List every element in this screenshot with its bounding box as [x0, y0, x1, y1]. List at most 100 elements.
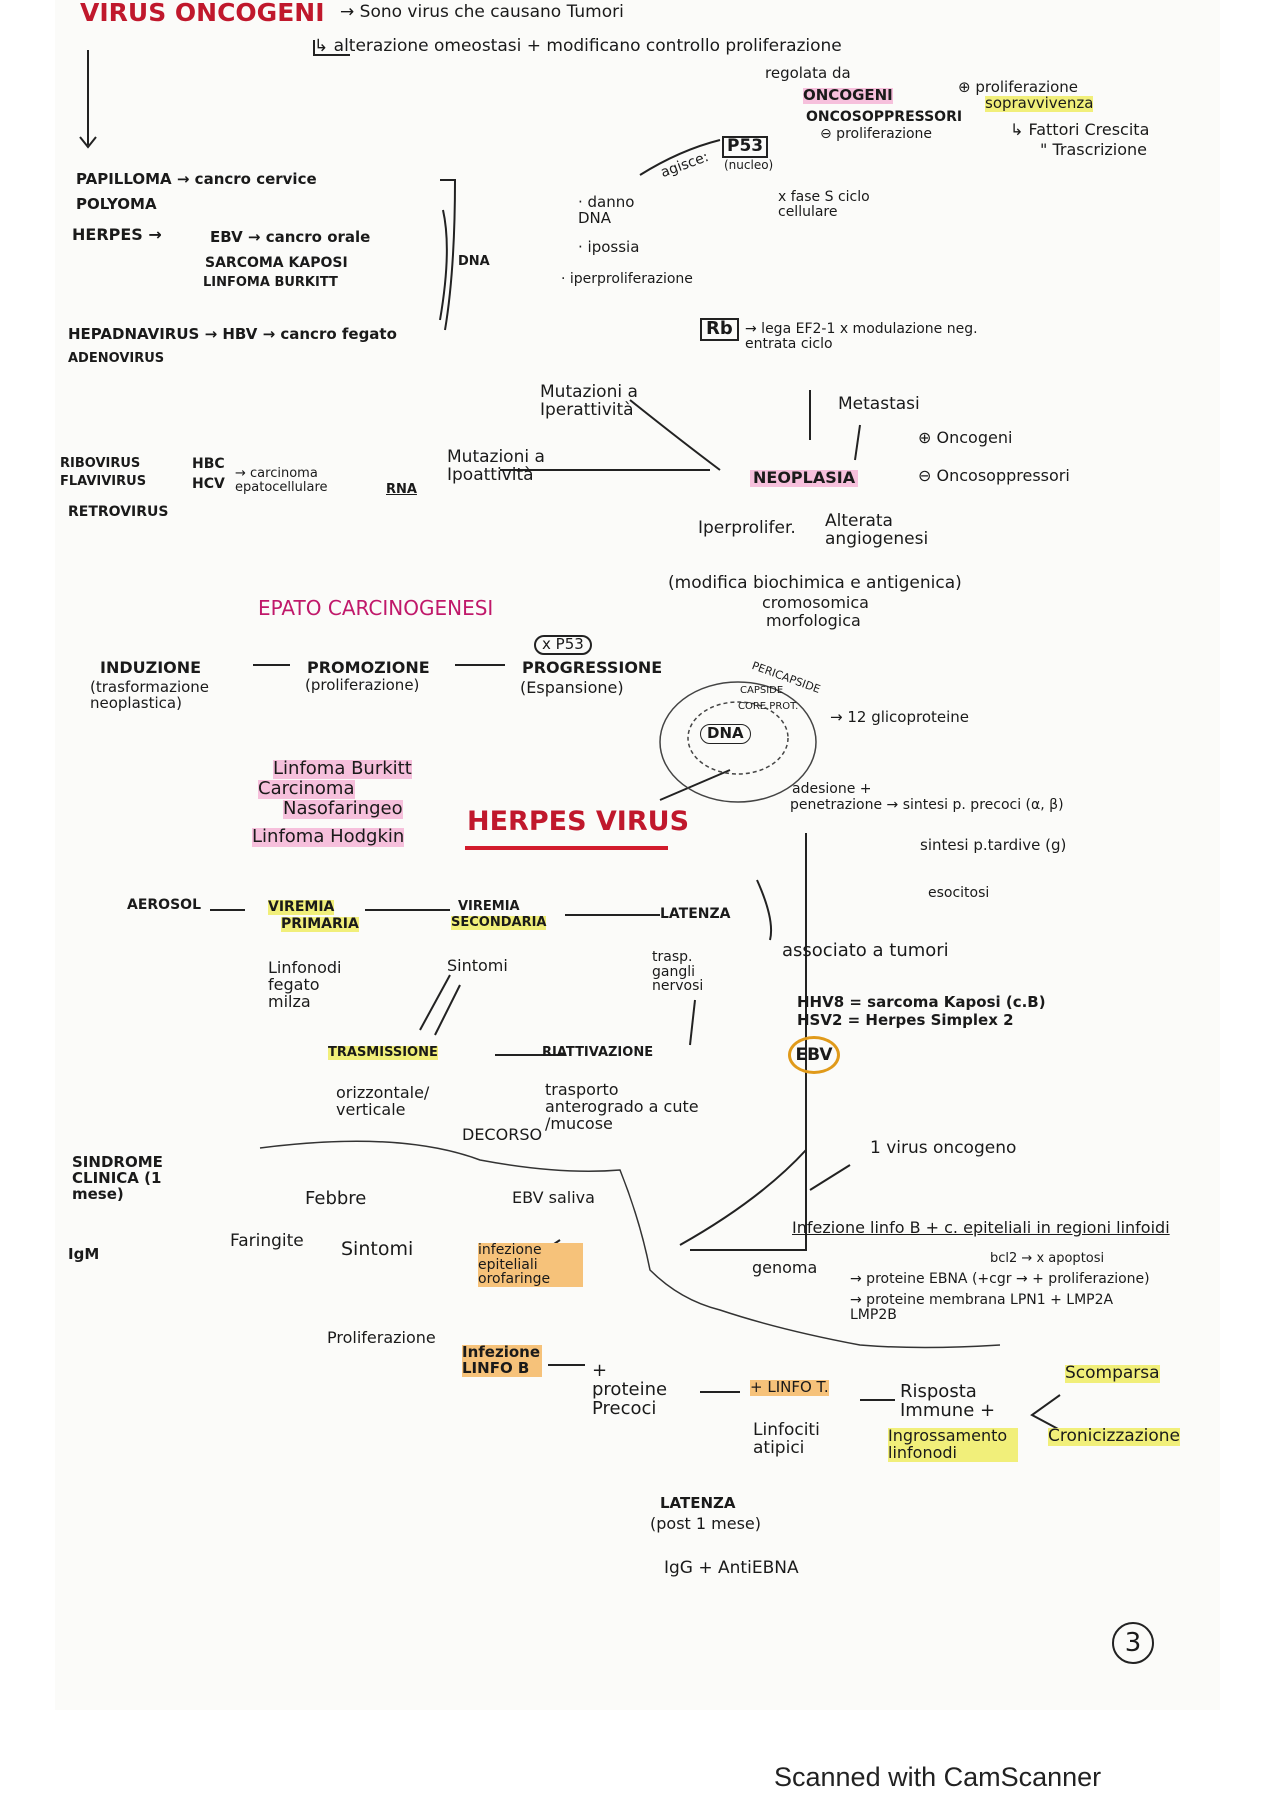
prolif-pos: ⊕ proliferazione [958, 78, 1079, 96]
hhv8: HHV8 = sarcoma Kaposi (c.B) [797, 993, 1046, 1011]
igg-antiebna: IgG + AntiEBNA [664, 1558, 799, 1578]
linfoma-hodgkin: Linfoma Hodgkin [252, 826, 405, 847]
orizzontale-verticale: orizzontale/ verticale [336, 1083, 430, 1119]
linfoma-burkitt-herpes: Linfoma Burkitt [273, 758, 412, 779]
iperprolifer: Iperprolifer. [698, 518, 796, 538]
oncosoppressori-neg: ⊖ Oncosoppressori [918, 466, 1070, 485]
sintomi-herpes: Sintomi [447, 956, 508, 975]
promozione: PROMOZIONE [307, 658, 430, 677]
rna-brace: RNA [386, 482, 417, 497]
hbc: HBC [192, 456, 225, 472]
scomparsa: Scomparsa [1065, 1363, 1160, 1383]
sintesi-tardive: sintesi p.tardive (g) [920, 836, 1067, 854]
hcv: HCV [192, 476, 225, 492]
carcinoma-herpes: Carcinoma [258, 778, 355, 799]
viremia-secondaria: VIREMIA [458, 899, 520, 914]
rb-text: → lega EF2-1 x modulazione neg. entrata … [745, 321, 978, 352]
linfo-t: + LINFO T. [750, 1378, 829, 1396]
trasp-gangli: trasp. gangli nervosi [652, 949, 704, 995]
infezione-linfo-b-epiteliali: Infezione linfo B + c. epiteliali in reg… [792, 1218, 1170, 1237]
oncosoppressori-label: ONCOSOPPRESSORI [806, 109, 963, 125]
cronicizzazione: Cronicizzazione [1048, 1426, 1180, 1446]
epato-title: EPATO CARCINOGENESI [258, 596, 494, 620]
igm: IgM [68, 1245, 100, 1263]
linfoma-burkitt: LINFOMA BURKITT [203, 275, 338, 290]
promozione-sub: (proliferazione) [305, 676, 420, 694]
papilloma: PAPILLOMA → cancro cervice [76, 170, 317, 188]
ingrossamento-linfonodi: Ingrossamento linfonodi [888, 1427, 1018, 1462]
danno-dna: · danno DNA [578, 193, 635, 227]
associato-tumori: associato a tumori [782, 940, 949, 961]
oncogeni-label: ONCOGENI [803, 86, 893, 104]
febbre: Febbre [305, 1188, 367, 1209]
capside: CAPSIDE [740, 685, 784, 696]
dna-virion: DNA [700, 724, 751, 744]
metastasi: Metastasi [838, 394, 920, 414]
trasporto-anterogrado: trasporto anterogrado a cute /mucose [545, 1080, 699, 1133]
un-virus-oncogeno: 1 virus oncogeno [870, 1138, 1017, 1158]
induzione-sub: (trasformazione neoplastica) [90, 678, 210, 712]
modifica-line1: (modifica biochimica e antigenica) [668, 573, 962, 593]
glicoproteine: → 12 glicoproteine [830, 708, 970, 726]
decorso: DECORSO [462, 1125, 543, 1144]
ipossia: · ipossia [578, 238, 640, 256]
post-1-mese: (post 1 mese) [650, 1514, 761, 1533]
carcinoma-epato: → carcinoma epatocellulare [235, 466, 328, 495]
p53-box: P53 [722, 136, 769, 158]
linfociti-atipici: Linfociti atipici [753, 1420, 820, 1458]
proteine-precoci: + proteine Precoci [592, 1360, 668, 1419]
camscanner-watermark: Scanned with CamScanner [774, 1762, 1102, 1792]
hsv2: HSV2 = Herpes Simplex 2 [797, 1011, 1014, 1029]
riattivazione: RIATTIVAZIONE [542, 1045, 654, 1060]
sopravvivenza: sopravvivenza [985, 94, 1094, 112]
penetrazione: penetrazione → sintesi p. precoci (α, β) [790, 797, 1064, 813]
sarcoma-kaposi: SARCOMA KAPOSI [205, 255, 348, 271]
primaria: PRIMARIA [281, 916, 359, 932]
linfonodi: Linfonodi fegato milza [268, 958, 342, 1011]
secondaria: SECONDARIA [451, 915, 547, 930]
fattori-trascrizione: " Trascrizione [1040, 140, 1148, 159]
adesione: adesione + [792, 781, 872, 797]
ebv-entry: EBV → cancro orale [210, 228, 371, 246]
proteine-ebna: → proteine EBNA (+cgr → + proliferazione… [850, 1271, 1150, 1287]
regolata-label: regolata da [765, 64, 851, 82]
herpes-entry: HERPES → [72, 225, 162, 244]
notebook-page [55, 0, 1220, 1710]
page-title: VIRUS ONCOGENI [80, 0, 325, 27]
fase-s: x fase S ciclo cellulare [778, 189, 870, 220]
progressione: PROGRESSIONE [522, 658, 663, 677]
iperproliferazione: · iperproliferazione [561, 271, 693, 287]
latenza-ebv: LATENZA [660, 1494, 736, 1512]
bcl2: bcl2 → x apoptosi [990, 1251, 1105, 1266]
faringite: Faringite [230, 1231, 304, 1251]
page-number: 3 [1112, 1622, 1154, 1664]
viremia-primaria: VIREMIA [268, 899, 335, 915]
infezione-linfo-b: Infezione LINFO B [462, 1343, 542, 1377]
neoplasia-label: NEOPLASIA [750, 469, 859, 487]
ebv-circle: EBV [788, 1036, 840, 1074]
nasofaringeo: Nasofaringeo [283, 798, 403, 819]
xp53-circle: x P53 [534, 635, 592, 655]
risposta-immune: Risposta Immune + [900, 1381, 996, 1421]
polyoma: POLYOMA [76, 195, 157, 213]
esocitosi: esocitosi [928, 885, 990, 901]
ribovirus: RIBOVIRUS [60, 456, 141, 471]
hepadnavirus: HEPADNAVIRUS → HBV → cancro fegato [68, 325, 397, 343]
progressione-sub: (Espansione) [520, 678, 624, 697]
aerosol: AEROSOL [127, 897, 201, 913]
latenza-herpes: LATENZA [660, 906, 731, 922]
proteine-membrana: → proteine membrana LPN1 + LMP2A LMP2B [850, 1292, 1114, 1323]
ebv-saliva: EBV saliva [512, 1188, 595, 1207]
fattori-crescita: ↳ Fattori Crescita [1010, 120, 1150, 139]
title-subline: ↳ alterazione omeostasi + modificano con… [314, 36, 842, 56]
p53-nucleo: (nucleo) [724, 158, 774, 172]
alterata-angiogenesi: Alterata angiogenesi [825, 511, 929, 549]
modifica-line3: morfologica [766, 611, 861, 630]
proliferazione-ebv: Proliferazione [327, 1328, 436, 1347]
induzione: INDUZIONE [100, 658, 202, 677]
trasmissione: TRASMISSIONE [328, 1045, 438, 1060]
modifica-line2: cromosomica [762, 593, 869, 612]
sintomi-ebv: Sintomi [341, 1238, 414, 1260]
title-definition: → Sono virus che causano Tumori [340, 2, 624, 22]
